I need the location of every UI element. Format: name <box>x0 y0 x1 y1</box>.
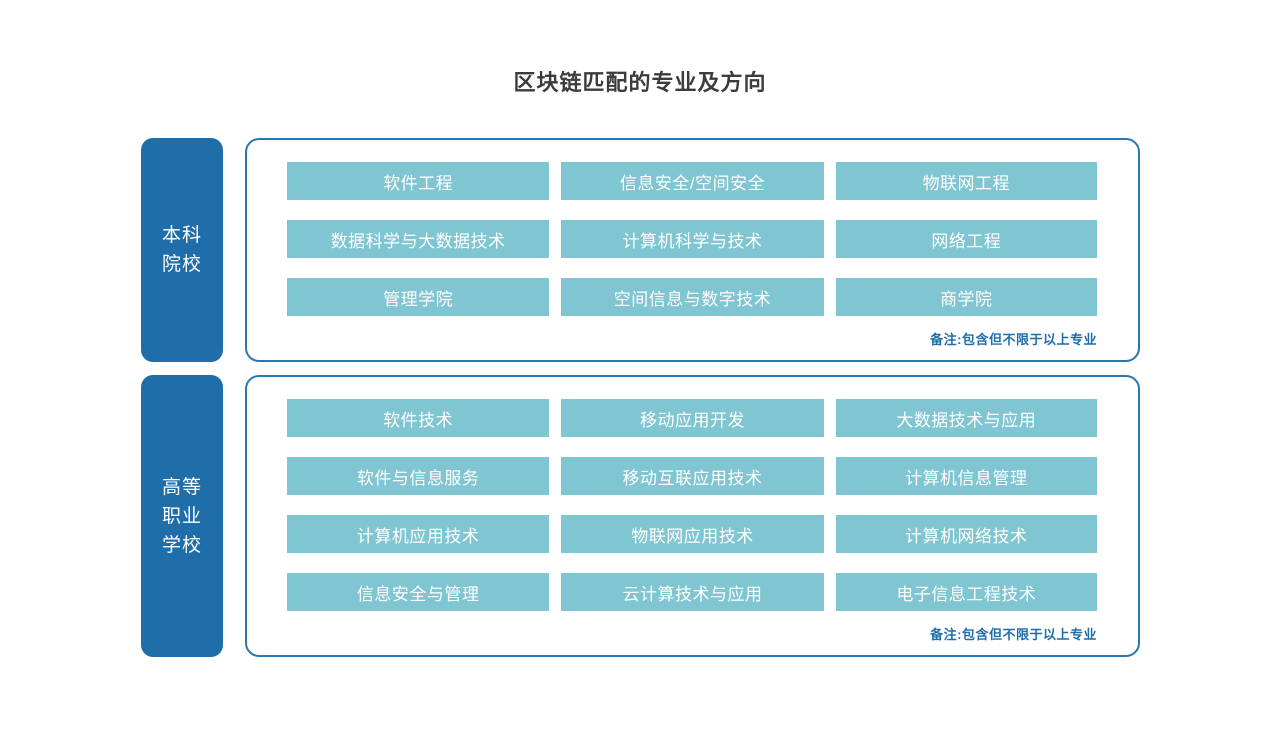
major-chip[interactable]: 软件工程 <box>287 162 550 200</box>
chip-row: 信息安全与管理 云计算技术与应用 电子信息工程技术 <box>287 573 1097 611</box>
chip-row: 软件工程 信息安全/空间安全 物联网工程 <box>287 162 1097 200</box>
major-chip[interactable]: 空间信息与数字技术 <box>561 278 824 316</box>
major-chip[interactable]: 计算机应用技术 <box>287 515 550 553</box>
major-chip[interactable]: 计算机科学与技术 <box>561 220 824 258</box>
chip-grid-vocational: 软件技术 移动应用开发 大数据技术与应用 软件与信息服务 移动互联应用技术 计算… <box>287 399 1097 611</box>
major-chip[interactable]: 计算机网络技术 <box>835 515 1097 553</box>
chip-grid-undergraduate: 软件工程 信息安全/空间安全 物联网工程 数据科学与大数据技术 计算机科学与技术… <box>287 162 1097 316</box>
category-tab-undergraduate[interactable]: 本科 院校 <box>141 138 223 362</box>
major-chip[interactable]: 电子信息工程技术 <box>835 573 1097 611</box>
major-chip[interactable]: 信息安全与管理 <box>287 573 550 611</box>
chip-row: 软件技术 移动应用开发 大数据技术与应用 <box>287 399 1097 437</box>
category-tab-label: 本科 院校 <box>161 225 202 275</box>
page-title: 区块链匹配的专业及方向 <box>513 70 767 95</box>
chip-row: 计算机应用技术 物联网应用技术 计算机网络技术 <box>287 515 1097 553</box>
panel-undergraduate: 软件工程 信息安全/空间安全 物联网工程 数据科学与大数据技术 计算机科学与技术… <box>245 138 1140 362</box>
chip-row: 管理学院 空间信息与数字技术 商学院 <box>287 278 1097 316</box>
major-chip[interactable]: 移动互联应用技术 <box>561 457 824 495</box>
major-chip[interactable]: 物联网应用技术 <box>561 515 824 553</box>
major-chip[interactable]: 大数据技术与应用 <box>835 399 1097 437</box>
major-chip[interactable]: 信息安全/空间安全 <box>561 162 824 200</box>
major-chip[interactable]: 计算机信息管理 <box>835 457 1097 495</box>
category-tab-label: 高等 职业 学校 <box>161 476 202 556</box>
major-chip[interactable]: 云计算技术与应用 <box>561 573 824 611</box>
major-chip[interactable]: 网络工程 <box>835 220 1097 258</box>
major-chip[interactable]: 物联网工程 <box>835 162 1097 200</box>
panel-note: 备注:包含但不限于以上专业 <box>930 627 1097 642</box>
panel-vocational: 软件技术 移动应用开发 大数据技术与应用 软件与信息服务 移动互联应用技术 计算… <box>245 375 1140 657</box>
major-chip[interactable]: 管理学院 <box>287 278 550 316</box>
major-chip[interactable]: 移动应用开发 <box>561 399 824 437</box>
major-chip[interactable]: 数据科学与大数据技术 <box>287 220 550 258</box>
major-chip[interactable]: 商学院 <box>835 278 1097 316</box>
chip-row: 数据科学与大数据技术 计算机科学与技术 网络工程 <box>287 220 1097 258</box>
chip-row: 软件与信息服务 移动互联应用技术 计算机信息管理 <box>287 457 1097 495</box>
major-chip[interactable]: 软件与信息服务 <box>287 457 550 495</box>
panel-note: 备注:包含但不限于以上专业 <box>930 332 1097 347</box>
category-tab-vocational[interactable]: 高等 职业 学校 <box>141 375 223 657</box>
major-chip[interactable]: 软件技术 <box>287 399 550 437</box>
